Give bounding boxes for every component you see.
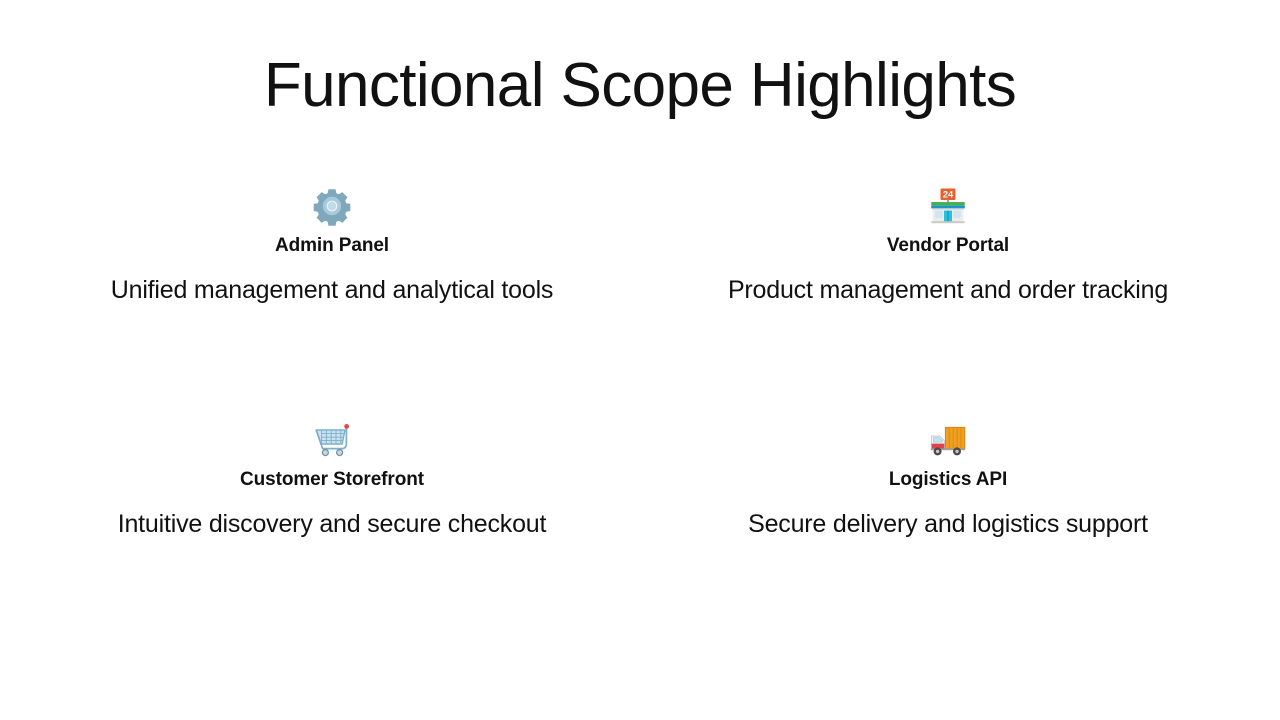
- feature-card-description: Intuitive discovery and secure checkout: [117, 509, 547, 538]
- feature-card-title: Admin Panel: [275, 235, 389, 256]
- feature-card-admin-panel[interactable]: Admin Panel Unified management and analy…: [24, 186, 640, 420]
- feature-card-description: Secure delivery and logistics support: [748, 509, 1148, 538]
- feature-card-title: Logistics API: [888, 469, 1008, 490]
- feature-card-vendor-portal[interactable]: 24 Vendor Portal Product management and …: [640, 186, 1256, 420]
- feature-card-description: Product management and order tracking: [727, 275, 1169, 304]
- feature-card-title: Customer Storefront: [240, 469, 424, 490]
- feature-grid: Admin Panel Unified management and analy…: [24, 186, 1256, 654]
- shopping-cart-icon: [312, 420, 352, 460]
- feature-card-logistics-api[interactable]: Logistics API Secure delivery and logist…: [640, 420, 1256, 654]
- feature-card-customer-storefront[interactable]: Customer Storefront Intuitive discovery …: [24, 420, 640, 654]
- feature-card-description: Unified management and analytical tools: [110, 275, 554, 304]
- delivery-truck-icon: [928, 420, 968, 460]
- gear-icon: [312, 186, 352, 226]
- svg-text:24: 24: [943, 190, 954, 200]
- convenience-store-icon: 24: [928, 186, 968, 226]
- feature-card-title: Vendor Portal: [886, 235, 1010, 256]
- page-title: Functional Scope Highlights: [263, 51, 1017, 120]
